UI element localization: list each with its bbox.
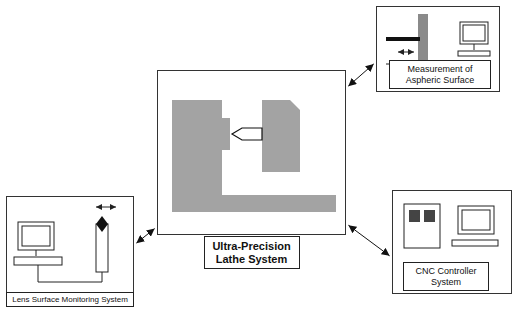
system-label: Lens Surface Monitoring System	[9, 295, 131, 304]
monitor-stand	[474, 44, 475, 50]
lathe-bed	[172, 195, 336, 212]
system-box: CNC Controller System	[392, 190, 512, 294]
label-box: Lens Surface Monitoring System	[6, 292, 134, 307]
probe-arm	[386, 37, 420, 41]
label-box: Ultra-Precision Lathe System	[204, 236, 300, 269]
computer-monitor	[458, 22, 490, 56]
cabinet-panel	[424, 210, 435, 222]
system-label: CNC Controller System	[407, 266, 485, 287]
keyboard	[458, 51, 490, 56]
controller-cabinet	[404, 204, 440, 248]
lathe-drawing	[172, 100, 336, 212]
cabinet	[404, 204, 440, 248]
measuring-machine	[386, 14, 440, 64]
monitor-frame	[460, 22, 488, 44]
controller-monitor	[452, 206, 498, 246]
system-label: Ultra-Precision Lathe System	[208, 240, 296, 265]
monitor-stand	[36, 250, 37, 256]
system-box: Lens Surface Monitoring System	[6, 196, 134, 294]
surface-probe	[96, 207, 116, 272]
monitor-screen	[462, 210, 490, 230]
tool-post	[262, 100, 300, 172]
keyboard	[452, 240, 498, 246]
data-link-arrow	[348, 64, 373, 86]
headstock	[172, 100, 230, 195]
monitor-frame	[458, 206, 494, 234]
data-link-arrow	[348, 225, 389, 256]
monitor-frame	[18, 222, 54, 250]
system-label: Measurement of Aspheric Surface	[393, 64, 487, 85]
motion-arrow	[398, 52, 414, 53]
keyboard	[14, 257, 62, 265]
system-box: Ultra-Precision Lathe System	[157, 70, 346, 235]
label-box: CNC Controller System	[403, 262, 489, 291]
system-box: Measurement of Aspheric Surface	[376, 6, 500, 92]
signal-wire	[38, 265, 102, 282]
motion-arrow	[96, 207, 116, 208]
monitoring-computer	[14, 222, 102, 282]
cutting-tool	[232, 128, 262, 140]
label-box: Measurement of Aspheric Surface	[389, 60, 491, 89]
monitor-screen	[463, 25, 485, 41]
monitor-screen	[22, 226, 50, 246]
probe-tip	[96, 216, 108, 232]
data-link-arrow	[136, 229, 154, 244]
cabinet-panel	[409, 210, 420, 222]
